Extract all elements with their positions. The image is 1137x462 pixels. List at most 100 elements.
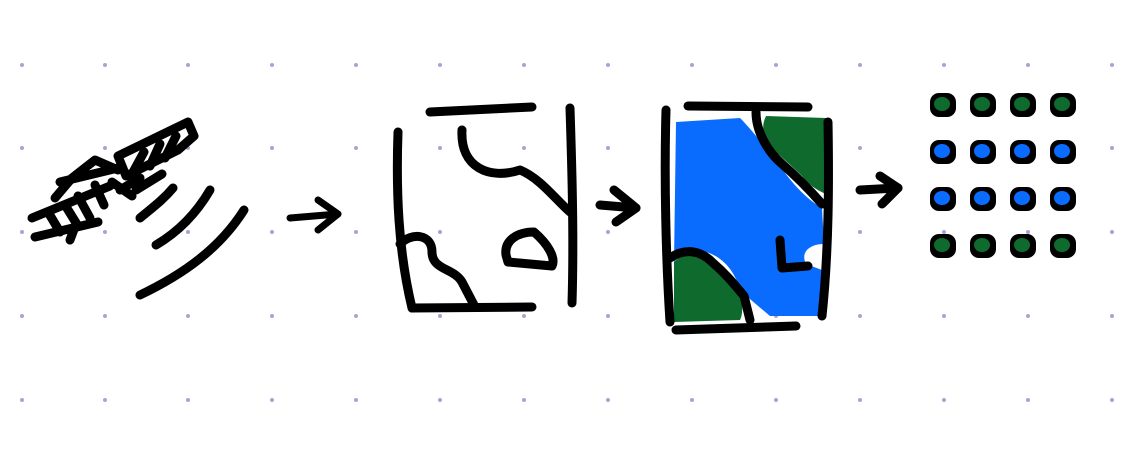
pixel-grid-icon	[930, 93, 1076, 258]
pixel-cell-vegetation	[1050, 234, 1076, 258]
grid-dot	[522, 146, 526, 150]
grid-dot	[606, 314, 610, 318]
pixel-cell-fill	[1014, 144, 1030, 158]
grid-dot	[354, 63, 358, 67]
grid-dot	[270, 146, 274, 150]
grid-dot	[858, 146, 862, 150]
pixel-cell-water	[930, 140, 956, 164]
pixel-cell-vegetation	[1050, 93, 1076, 117]
grid-dot	[438, 146, 442, 150]
grid-dot	[1110, 230, 1114, 234]
pixel-cell-fill	[934, 97, 950, 111]
grid-dot	[1110, 146, 1114, 150]
grid-dot	[858, 230, 862, 234]
grid-dot	[522, 314, 526, 318]
arrow-right-icon	[286, 196, 342, 234]
pixel-cell-fill	[1054, 191, 1070, 205]
pixel-cell-vegetation	[970, 234, 996, 258]
pixel-cell-vegetation	[970, 93, 996, 117]
pixel-cell-fill	[934, 191, 950, 205]
outline-map-icon	[392, 102, 578, 313]
grid-dot	[690, 398, 694, 402]
pixel-cell-water	[930, 187, 956, 211]
grid-dot	[270, 63, 274, 67]
grid-dot	[103, 398, 107, 402]
grid-dot	[103, 314, 107, 318]
arrow-right-icon	[855, 171, 903, 209]
grid-dot	[20, 63, 24, 67]
grid-dot	[354, 146, 358, 150]
grid-dot	[103, 63, 107, 67]
grid-dot	[1026, 230, 1030, 234]
grid-dot	[354, 230, 358, 234]
grid-dot	[858, 63, 862, 67]
grid-dot	[1026, 63, 1030, 67]
grid-dot	[438, 63, 442, 67]
grid-dot	[270, 314, 274, 318]
grid-dot	[690, 63, 694, 67]
arrow-right-icon	[595, 185, 641, 227]
pixel-cell-vegetation	[930, 93, 956, 117]
pixel-cell-water	[970, 187, 996, 211]
pixel-cell-vegetation	[1010, 234, 1036, 258]
grid-dot	[1110, 398, 1114, 402]
pixel-cell-water	[1010, 140, 1036, 164]
grid-dot	[522, 63, 526, 67]
grid-dot	[20, 398, 24, 402]
grid-dot	[354, 314, 358, 318]
grid-dot	[1026, 314, 1030, 318]
grid-dot	[103, 230, 107, 234]
pixel-cell-fill	[934, 238, 950, 252]
pixel-cell-fill	[974, 191, 990, 205]
grid-dot	[186, 314, 190, 318]
grid-dot	[438, 398, 442, 402]
grid-dot	[942, 230, 946, 234]
grid-dot	[606, 398, 610, 402]
grid-dot	[20, 230, 24, 234]
grid-dot	[186, 398, 190, 402]
grid-dot	[522, 398, 526, 402]
grid-dot	[1110, 314, 1114, 318]
grid-dot	[438, 230, 442, 234]
pixel-cell-fill	[974, 97, 990, 111]
grid-dot	[774, 398, 778, 402]
signal-waves-icon	[135, 183, 249, 300]
grid-dot	[858, 398, 862, 402]
pixel-cell-water	[1050, 140, 1076, 164]
grid-dot	[103, 146, 107, 150]
grid-dot	[270, 398, 274, 402]
pixel-cell-fill	[1054, 238, 1070, 252]
grid-dot	[438, 314, 442, 318]
pixel-cell-fill	[1014, 191, 1030, 205]
grid-dot	[186, 230, 190, 234]
grid-dot	[354, 398, 358, 402]
grid-dot	[606, 146, 610, 150]
grid-dot	[1110, 63, 1114, 67]
grid-dot	[20, 314, 24, 318]
grid-dot	[942, 398, 946, 402]
pixel-cell-fill	[974, 144, 990, 158]
grid-dot	[774, 63, 778, 67]
pixel-cell-vegetation	[1010, 93, 1036, 117]
grid-dot	[606, 63, 610, 67]
grid-dot	[20, 146, 24, 150]
grid-dot	[1026, 398, 1030, 402]
grid-dot	[858, 314, 862, 318]
grid-dot	[942, 314, 946, 318]
pixel-cell-fill	[1014, 238, 1030, 252]
pixel-cell-water	[970, 140, 996, 164]
pixel-cell-fill	[1054, 144, 1070, 158]
grid-dot	[606, 230, 610, 234]
grid-dot	[942, 63, 946, 67]
pixel-cell-water	[1050, 187, 1076, 211]
pixel-cell-fill	[934, 144, 950, 158]
pixel-cell-vegetation	[930, 234, 956, 258]
classified-map-icon	[660, 101, 833, 335]
pixel-cell-fill	[974, 238, 990, 252]
pixel-cell-fill	[1054, 97, 1070, 111]
grid-dot	[270, 230, 274, 234]
pixel-cell-water	[1010, 187, 1036, 211]
grid-dot	[186, 63, 190, 67]
